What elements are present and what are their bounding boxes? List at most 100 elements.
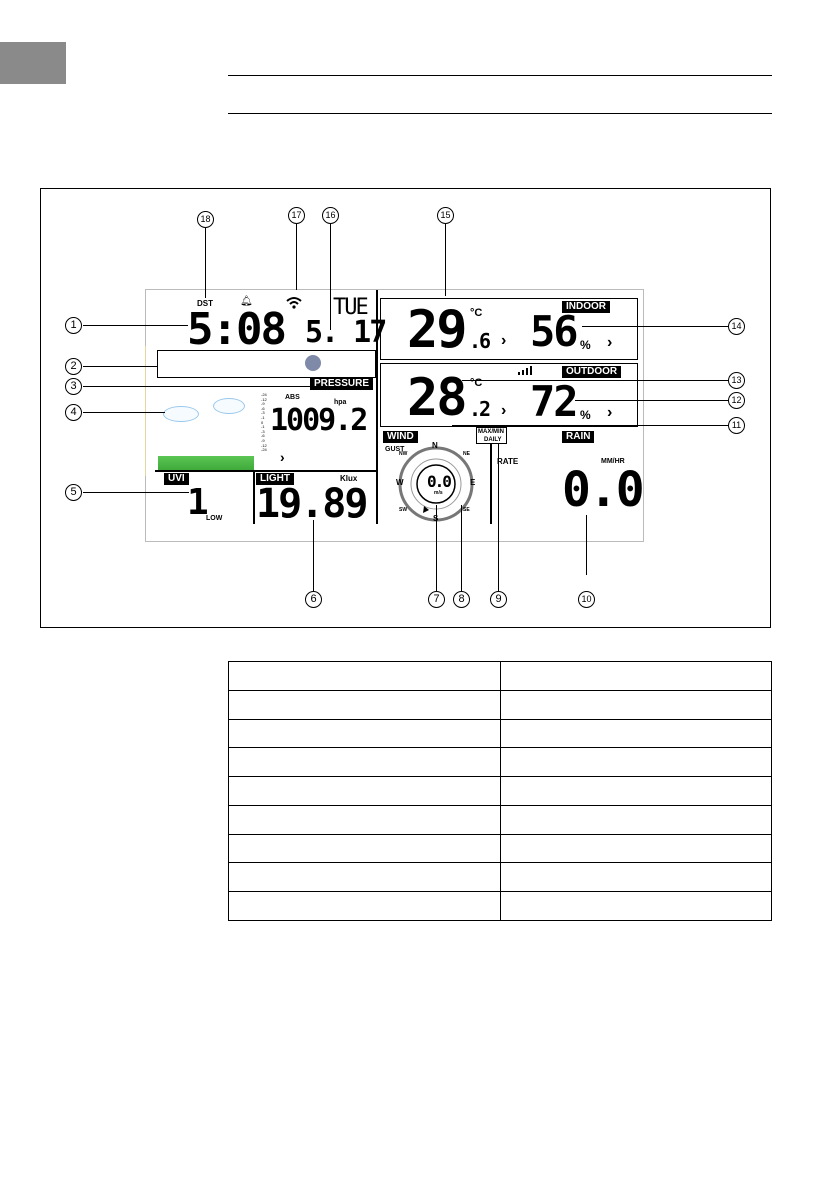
compass-ne: NE bbox=[463, 451, 470, 457]
light-unit: Klux bbox=[340, 474, 358, 483]
callout-18: 18 bbox=[197, 211, 214, 228]
outdoor-temp-int: 28 bbox=[407, 368, 468, 428]
table-row bbox=[228, 833, 772, 864]
table-row bbox=[228, 891, 772, 921]
pressure-scale-tick: -9 bbox=[261, 401, 265, 407]
clock-time: 5:08 bbox=[187, 304, 287, 355]
table-row bbox=[228, 776, 772, 806]
indoor-temp-dec: .6 bbox=[469, 329, 491, 353]
divider-center bbox=[376, 290, 378, 524]
table-cell bbox=[499, 661, 772, 691]
table-row bbox=[228, 718, 772, 749]
table-row bbox=[228, 689, 772, 720]
indoor-humidity: 56 bbox=[530, 307, 579, 356]
cloud-icon-2 bbox=[213, 398, 245, 414]
legend-table bbox=[228, 661, 772, 921]
table-cell bbox=[228, 804, 501, 835]
callout-16: 16 bbox=[322, 207, 339, 224]
alarm-icon: 🔔︎ bbox=[240, 296, 253, 307]
leader-17 bbox=[296, 224, 297, 290]
pressure-scale-tick: -1 bbox=[261, 424, 265, 430]
grass-icon bbox=[158, 456, 254, 470]
gust-label: GUST bbox=[385, 446, 405, 453]
callout-9: 9 bbox=[490, 591, 507, 608]
wind-value: 0.0 bbox=[427, 472, 452, 491]
compass-sw: SW bbox=[399, 507, 408, 513]
pressure-scale-tick: -1 bbox=[261, 415, 265, 420]
table-cell bbox=[228, 689, 501, 720]
figure-frame bbox=[40, 188, 771, 628]
uvi-label: UVI bbox=[164, 473, 189, 485]
pressure-scale-tick: -24 bbox=[261, 447, 267, 453]
pressure-scale-tick: -24 bbox=[261, 392, 267, 397]
pressure-scale-tick: -9 bbox=[261, 438, 265, 443]
wind-unit: m/s bbox=[434, 490, 443, 496]
leader-8 bbox=[461, 505, 462, 591]
pressure-arrow: › bbox=[280, 449, 285, 465]
pressure-value: 1009.2 bbox=[270, 403, 368, 438]
table-cell bbox=[499, 833, 772, 864]
leader-18 bbox=[205, 228, 206, 298]
outdoor-label: OUTDOOR bbox=[562, 366, 622, 378]
indoor-temp-int: 29 bbox=[407, 300, 468, 360]
leader-11 bbox=[452, 425, 728, 426]
rain-label: RAIN bbox=[562, 431, 595, 443]
leader-7 bbox=[436, 505, 437, 591]
pressure-label: PRESSURE bbox=[310, 378, 374, 390]
rain-unit: MM/HR bbox=[601, 458, 625, 465]
leader-6 bbox=[313, 520, 314, 591]
pressure-scale-tick: -3 bbox=[261, 428, 265, 434]
dst-indicator: DST bbox=[197, 299, 213, 308]
moon-icon bbox=[305, 355, 321, 371]
table-cell bbox=[228, 747, 501, 778]
table-cell bbox=[228, 776, 501, 806]
uvi-level: LOW bbox=[206, 515, 223, 522]
pressure-scale-tick: -6 bbox=[261, 405, 265, 411]
table-cell bbox=[228, 862, 501, 893]
table-cell bbox=[228, 833, 501, 864]
moon-phase-box bbox=[157, 350, 376, 378]
callout-13: 13 bbox=[728, 372, 745, 389]
indoor-hum-arrow: › bbox=[607, 334, 613, 351]
compass-e: E bbox=[470, 478, 476, 487]
table-cell bbox=[228, 718, 501, 749]
leader-12 bbox=[575, 400, 728, 401]
daily-label: DAILY bbox=[484, 437, 502, 443]
leader-16 bbox=[330, 224, 331, 330]
light-value: 19.89 bbox=[256, 481, 368, 527]
compass-n: N bbox=[432, 441, 438, 450]
leader-15 bbox=[445, 224, 446, 296]
leader-14 bbox=[582, 326, 728, 327]
section-tab bbox=[0, 42, 66, 84]
rate-divider bbox=[490, 444, 492, 524]
rate-label: RATE bbox=[497, 457, 519, 466]
outdoor-humidity: 72 bbox=[530, 377, 579, 426]
compass-w: W bbox=[396, 478, 404, 487]
table-row bbox=[228, 862, 772, 893]
pressure-scale-tick: 0 bbox=[261, 419, 264, 425]
abs-label: ABS bbox=[285, 394, 300, 401]
header-rule-bottom bbox=[228, 113, 772, 114]
compass-s: S bbox=[433, 515, 438, 523]
hpa-label: hpa bbox=[334, 399, 347, 406]
pressure-scale-tick: -12 bbox=[261, 396, 267, 402]
callout-4: 4 bbox=[65, 404, 82, 421]
callout-10: 10 bbox=[578, 591, 595, 608]
table-cell bbox=[228, 891, 501, 921]
maxmin-box bbox=[476, 427, 507, 444]
table-row bbox=[228, 747, 772, 778]
pressure-scale-tick: -6 bbox=[261, 433, 265, 439]
leader-1 bbox=[83, 325, 188, 326]
indoor-temp-arrow: › bbox=[501, 332, 507, 349]
callout-1: 1 bbox=[65, 317, 82, 334]
callout-17: 17 bbox=[288, 207, 305, 224]
callout-7: 7 bbox=[428, 591, 445, 608]
compass-se: SE bbox=[463, 507, 470, 513]
indoor-temp-unit: °C bbox=[470, 307, 483, 319]
divider-h bbox=[155, 470, 377, 472]
header-rule-top bbox=[228, 75, 772, 76]
weekday: TUE bbox=[333, 295, 369, 320]
table-row bbox=[228, 661, 772, 691]
divider-v bbox=[253, 470, 255, 524]
outdoor-humidity-unit: % bbox=[580, 408, 591, 422]
